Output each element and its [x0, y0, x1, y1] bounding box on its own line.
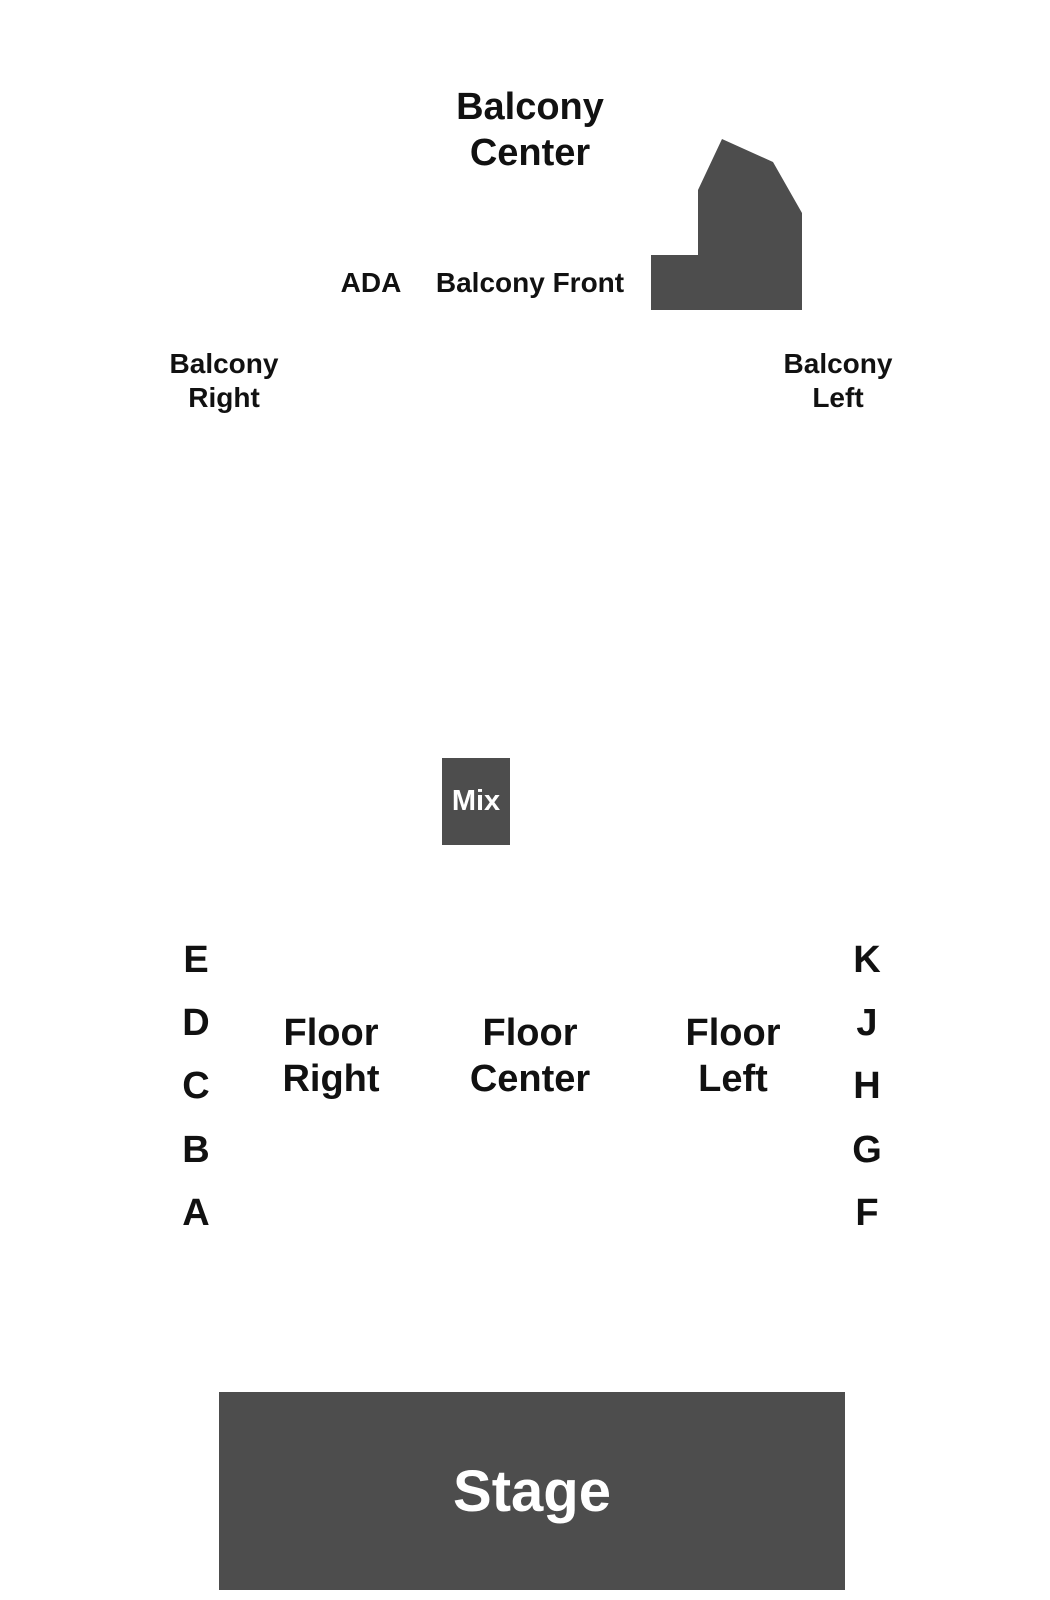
balcony-center-label-line2: Center — [469, 132, 591, 174]
row-c-label: C — [182, 1065, 210, 1107]
floor-right-label-line2: Right — [282, 1058, 380, 1100]
balcony-left-label-line2: Left — [812, 382, 864, 413]
row-f[interactable]: F — [837, 1193, 897, 1233]
row-e-label: E — [183, 939, 209, 981]
row-f-label: F — [855, 1192, 879, 1234]
row-k-label: K — [853, 939, 881, 981]
stage: Stage — [219, 1392, 845, 1590]
row-d[interactable]: D — [166, 1003, 226, 1043]
balcony-right-label-line2: Right — [188, 382, 260, 413]
balcony-left-section[interactable]: Balcony Left — [763, 347, 913, 415]
mix-label: Mix — [451, 785, 501, 817]
balcony-front-label: Balcony Front — [435, 267, 625, 298]
balcony-right-label-line1: Balcony — [169, 348, 279, 379]
floor-left-section[interactable]: Floor Left — [653, 1010, 813, 1102]
stage-label: Stage — [453, 1458, 611, 1524]
floor-right-label-line1: Floor — [283, 1012, 379, 1054]
row-a-label: A — [182, 1192, 210, 1234]
row-h[interactable]: H — [837, 1066, 897, 1106]
floor-left-label-line1: Floor — [685, 1012, 781, 1054]
row-b[interactable]: B — [166, 1130, 226, 1170]
balcony-center-label-line1: Balcony — [456, 86, 604, 128]
floor-center-section[interactable]: Floor Center — [440, 1010, 620, 1102]
balcony-right-section[interactable]: Balcony Right — [149, 347, 299, 415]
floor-center-label-line1: Floor — [482, 1012, 578, 1054]
row-e[interactable]: E — [166, 940, 226, 980]
row-d-label: D — [182, 1002, 210, 1044]
row-j[interactable]: J — [837, 1003, 897, 1043]
floor-center-label-line2: Center — [469, 1058, 591, 1100]
balcony-center-section[interactable]: Balcony Center — [420, 84, 640, 176]
row-a[interactable]: A — [166, 1193, 226, 1233]
row-h-label: H — [853, 1065, 881, 1107]
floor-right-section[interactable]: Floor Right — [251, 1010, 411, 1102]
row-c[interactable]: C — [166, 1066, 226, 1106]
mix-booth: Mix — [442, 758, 510, 845]
row-g-label: G — [852, 1129, 882, 1171]
balcony-structure-polygon — [651, 139, 802, 310]
ada-section[interactable]: ADA — [328, 266, 414, 300]
floor-left-label-line2: Left — [698, 1058, 768, 1100]
ada-label: ADA — [340, 267, 402, 298]
balcony-left-label-line1: Balcony — [783, 348, 893, 379]
row-g[interactable]: G — [837, 1130, 897, 1170]
row-b-label: B — [182, 1129, 210, 1171]
row-j-label: J — [856, 1002, 878, 1044]
row-k[interactable]: K — [837, 940, 897, 980]
balcony-front-section[interactable]: Balcony Front — [420, 266, 640, 300]
